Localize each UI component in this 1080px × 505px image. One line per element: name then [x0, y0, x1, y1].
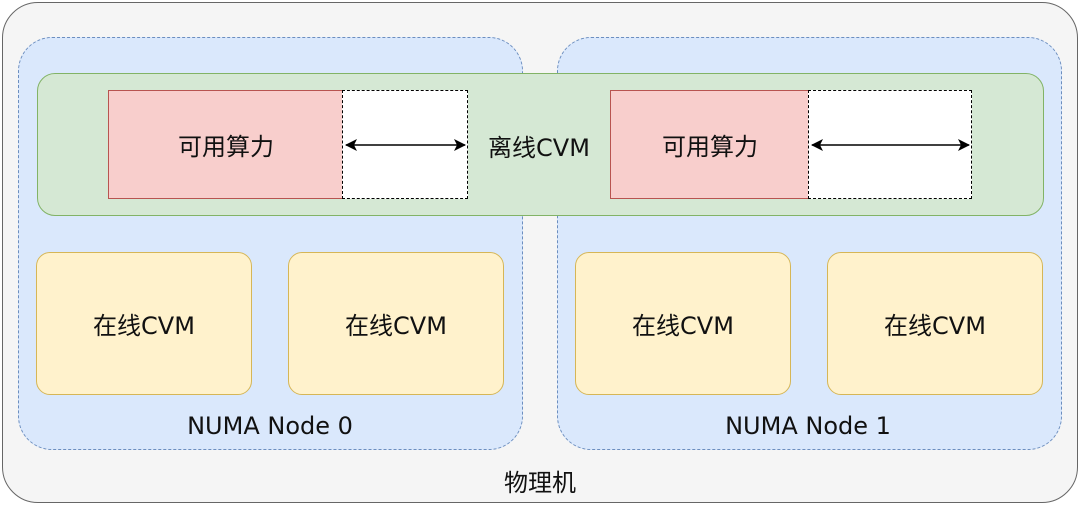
online-cvm-label: 在线CVM: [93, 312, 195, 340]
available-compute-label: 可用算力: [662, 133, 758, 161]
numa-node-1-label: NUMA Node 1: [725, 412, 891, 440]
online-cvm: 在线CVM: [36, 252, 252, 395]
offline-cvm-label: 离线CVM: [488, 133, 590, 162]
physical-machine-label: 物理机: [504, 468, 576, 497]
available-compute-1: 可用算力: [610, 90, 810, 199]
online-cvm-label: 在线CVM: [884, 312, 986, 340]
available-compute-label: 可用算力: [178, 133, 274, 161]
available-compute-0: 可用算力: [108, 90, 344, 199]
online-cvm: 在线CVM: [827, 252, 1043, 395]
online-cvm: 在线CVM: [575, 252, 791, 395]
online-cvm: 在线CVM: [288, 252, 504, 395]
online-cvm-label: 在线CVM: [632, 312, 734, 340]
online-cvm-label: 在线CVM: [345, 312, 447, 340]
numa-node-0-label: NUMA Node 0: [187, 412, 353, 440]
